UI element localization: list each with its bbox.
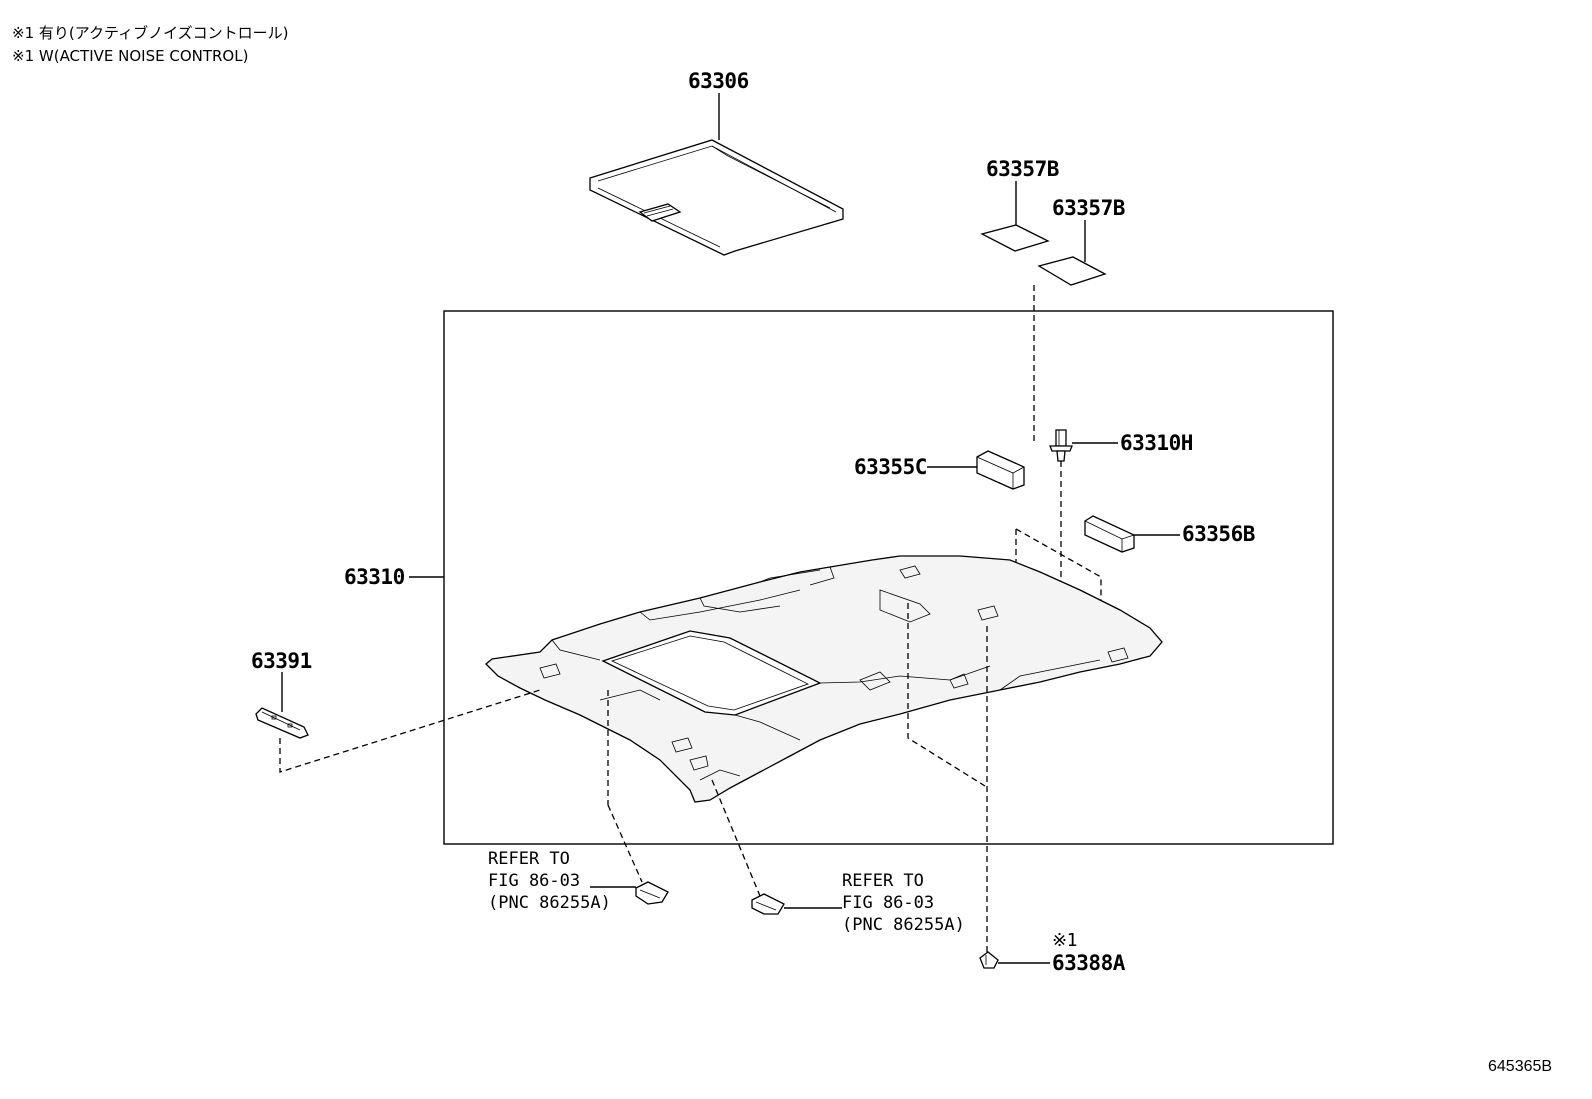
bracket-63391 [255, 707, 309, 739]
part-number-63306[interactable]: 63306 [688, 69, 749, 93]
note-marker: ※1 [1052, 930, 1077, 951]
refer-left-line-1: REFER TO [488, 849, 570, 869]
part-number-63391[interactable]: 63391 [251, 649, 312, 673]
refer-right-line-2: FIG 86-03 [842, 893, 935, 913]
microphone-63388a [979, 951, 999, 969]
figure-id: 645365B [1488, 1058, 1553, 1075]
part-number-63356b[interactable]: 63356B [1182, 522, 1255, 546]
block-63355c [976, 450, 1025, 490]
headliner-drawing [485, 555, 1163, 803]
pad-63357b-2 [1037, 256, 1107, 286]
note-en: ※1 W(ACTIVE NOISE CONTROL) [12, 47, 249, 65]
map-lamp-left [635, 881, 669, 905]
part-number-63388a[interactable]: 63388A [1052, 951, 1125, 975]
note-jp: ※1 有り(アクティブノイズコントロール) [12, 24, 289, 42]
dash-center-box [907, 603, 986, 787]
refer-left-line-2: FIG 86-03 [488, 871, 581, 891]
dash-63391 [279, 689, 541, 773]
clip-63310h [1049, 429, 1073, 462]
part-number-63310[interactable]: 63310 [344, 565, 405, 589]
part-number-63355c[interactable]: 63355C [854, 455, 927, 479]
pad-63357b-1 [980, 224, 1050, 252]
dash-lamp-right [711, 779, 761, 897]
dash-lamp-left-2 [607, 804, 643, 883]
dash-bracket-right [1015, 528, 1102, 622]
refer-right-line-3: (PNC 86255A) [842, 915, 965, 935]
part-number-63357b-1[interactable]: 63357B [986, 157, 1059, 181]
pad-63356b [1084, 515, 1135, 553]
refer-note-left[interactable]: REFER TO FIG 86-03 (PNC 86255A) [488, 848, 611, 914]
refer-note-right[interactable]: REFER TO FIG 86-03 (PNC 86255A) [842, 870, 965, 936]
refer-left-line-3: (PNC 86255A) [488, 893, 611, 913]
map-lamp-right [751, 893, 785, 915]
refer-right-line-1: REFER TO [842, 871, 924, 891]
part-number-63310h[interactable]: 63310H [1120, 431, 1193, 455]
sunshade-panel-drawing [589, 139, 844, 256]
part-number-63357b-2[interactable]: 63357B [1052, 196, 1125, 220]
